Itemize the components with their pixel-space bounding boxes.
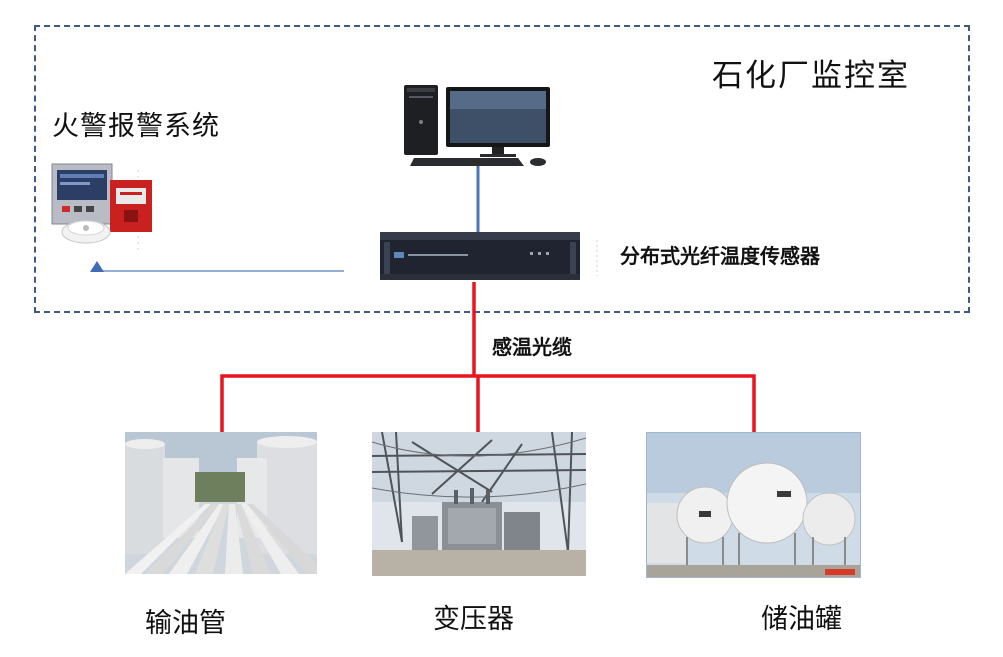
site-label-oil-pipeline: 输油管 — [145, 608, 226, 639]
oil-pipeline-photo — [125, 432, 317, 574]
rack-unit-icon — [380, 230, 580, 282]
desktop-computer-icon — [400, 82, 560, 168]
fire-alarm-system-label: 火警报警系统 — [52, 111, 220, 142]
monitor-room-title: 石化厂监控室 — [712, 58, 910, 94]
alarm-arrow-head — [90, 261, 104, 272]
fiber-branch-bus — [220, 374, 756, 432]
sensing-cable-label: 感温光缆 — [492, 335, 572, 359]
fire-alarm-panel-icon — [50, 162, 158, 246]
fiber-sensor-label: 分布式光纤温度传感器 — [620, 244, 820, 268]
site-label-oil-tank: 储油罐 — [761, 604, 842, 635]
transformer-photo — [372, 432, 586, 576]
site-label-transformer: 变压器 — [433, 604, 514, 635]
monitor-room-frame — [34, 25, 970, 313]
storage-tank-photo — [646, 432, 861, 578]
